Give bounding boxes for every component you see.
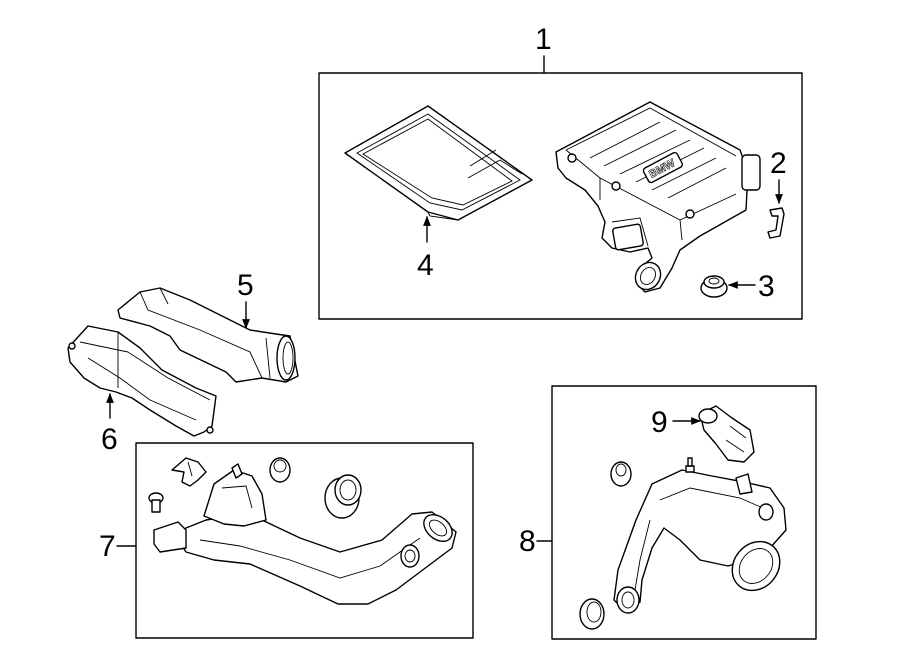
rubber-grommet-small[interactable]: [269, 457, 291, 483]
duct-grommet[interactable]: [610, 461, 632, 487]
intake-hose[interactable]: [153, 463, 457, 605]
callout-4[interactable]: 4: [417, 249, 434, 282]
callout-9[interactable]: 9: [651, 406, 668, 439]
intake-duct[interactable]: [117, 287, 299, 383]
callout-2[interactable]: 2: [770, 147, 787, 180]
mounting-bracket[interactable]: [767, 207, 785, 239]
callout-7[interactable]: 7: [99, 530, 116, 563]
resonator-duct[interactable]: [613, 469, 790, 614]
callout-8[interactable]: 8: [519, 525, 536, 558]
duct-connector[interactable]: [698, 405, 755, 463]
callout-1[interactable]: 1: [535, 23, 552, 56]
hose-clip[interactable]: [171, 457, 207, 487]
group-box-intake-hose: [135, 442, 474, 639]
grommet[interactable]: [700, 275, 728, 298]
air-cleaner-housing[interactable]: BMW: [555, 101, 761, 294]
duct-bolt[interactable]: [685, 457, 695, 473]
group-box-intake-duct: [551, 385, 817, 640]
air-filter-element[interactable]: [344, 105, 533, 221]
callout-5[interactable]: 5: [237, 269, 254, 302]
air-guide[interactable]: [67, 325, 217, 437]
callout-3[interactable]: 3: [758, 270, 775, 303]
duct-seal-ring[interactable]: [579, 598, 605, 630]
group-box-air-cleaner: [318, 72, 803, 320]
callout-6[interactable]: 6: [101, 423, 118, 456]
hose-seal[interactable]: [324, 474, 362, 519]
push-pin-fastener[interactable]: [148, 492, 164, 513]
